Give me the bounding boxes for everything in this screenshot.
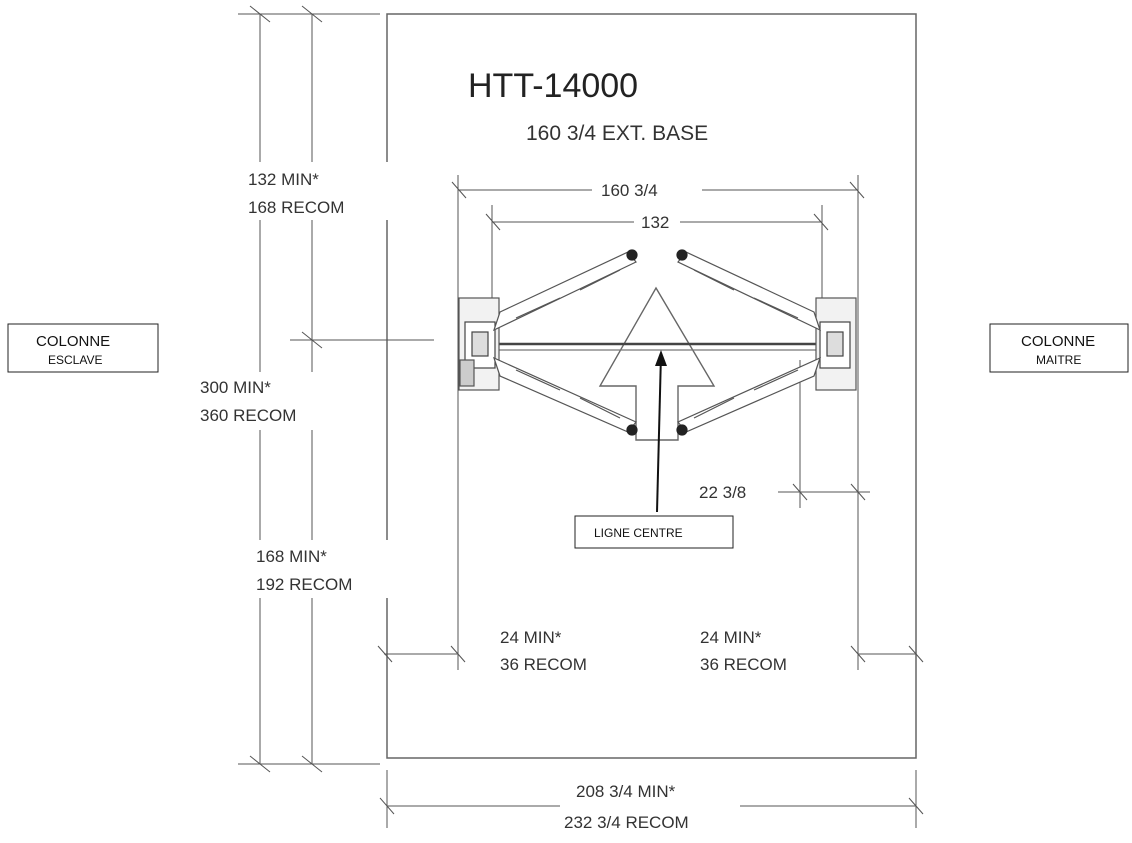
left-clearance-recom-label: 36 RECOM	[500, 655, 587, 674]
master-column	[815, 297, 857, 391]
column-offset-label: 22 3/8	[699, 483, 746, 502]
total-min-label: 300 MIN*	[200, 378, 271, 397]
master-label-line1: COLONNE	[1021, 333, 1095, 350]
base-min-label: 208 3/4 MIN*	[576, 782, 676, 801]
bottom-recom-label: 192 RECOM	[256, 575, 352, 594]
lift-pad	[676, 249, 688, 261]
center-line-pointer	[656, 353, 662, 513]
total-recom-label: 360 RECOM	[200, 406, 296, 425]
master-arms	[677, 251, 822, 433]
lift-plan-view	[458, 249, 857, 441]
lift-pad	[626, 424, 638, 436]
drawing-title: HTT-14000	[468, 67, 638, 105]
center-line-arrowhead	[655, 350, 667, 366]
left-clearance-min-label: 24 MIN*	[500, 628, 562, 647]
slave-column	[458, 297, 500, 391]
right-clearance-recom-label: 36 RECOM	[700, 655, 787, 674]
top-recom-label: 168 RECOM	[248, 198, 344, 217]
bay-outline	[386, 13, 917, 759]
slave-arms	[492, 251, 637, 433]
inner-width-label: 132	[641, 213, 669, 232]
master-label-line2: MAITRE	[1036, 353, 1081, 367]
center-line-callout: LIGNE CENTRE	[574, 515, 734, 549]
lift-pad	[676, 424, 688, 436]
right-clearance-min-label: 24 MIN*	[700, 628, 762, 647]
lift-pad	[626, 249, 638, 261]
base-recom-label: 232 3/4 RECOM	[564, 813, 689, 832]
top-min-label: 132 MIN*	[248, 170, 319, 189]
outer-width-label: 160 3/4	[601, 181, 658, 200]
slave-column-callout: COLONNE ESCLAVE	[7, 323, 159, 373]
slave-label-line1: COLONNE	[36, 333, 110, 350]
bottom-min-label: 168 MIN*	[256, 547, 327, 566]
center-line-label: LIGNE CENTRE	[594, 526, 683, 540]
master-column-callout: COLONNE MAITRE	[989, 323, 1129, 373]
horizontal-dimensions	[377, 175, 924, 828]
drawing-subtitle: 160 3/4 EXT. BASE	[526, 122, 708, 145]
slave-label-line2: ESCLAVE	[48, 353, 102, 367]
